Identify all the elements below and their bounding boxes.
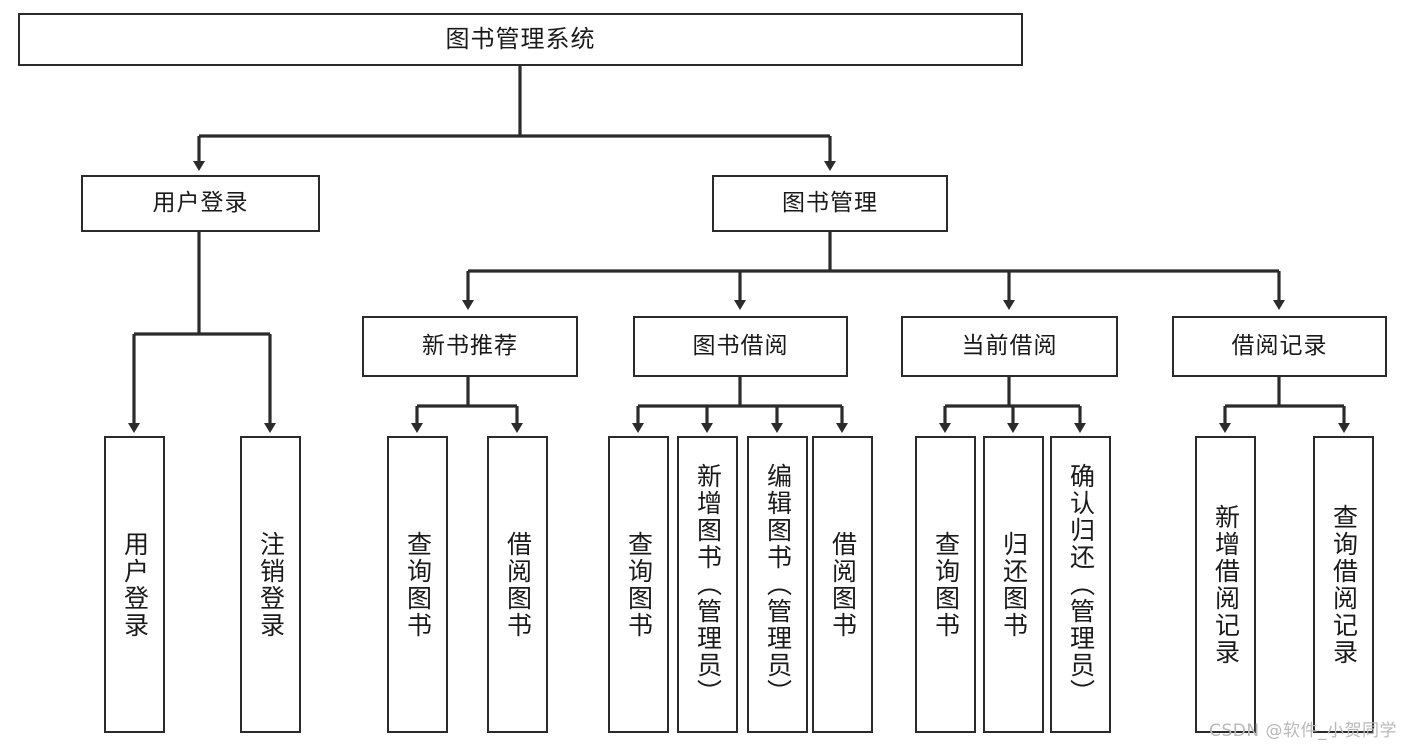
leaf-label: 注销登录 <box>256 530 286 639</box>
leaf-new-book-borrow[interactable]: 借阅图书 <box>487 436 548 733</box>
leaf-record-query-record[interactable]: 查询借阅记录 <box>1313 436 1374 733</box>
node-book-borrow[interactable]: 图书借阅 <box>633 316 848 377</box>
leaf-user-login-login[interactable]: 用户登录 <box>104 436 165 733</box>
node-user-login-label: 用户登录 <box>152 189 249 216</box>
node-book-management[interactable]: 图书管理 <box>712 175 948 232</box>
leaf-label: 归还图书 <box>999 530 1029 639</box>
node-current-borrow-label: 当前借阅 <box>961 332 1058 359</box>
node-user-login[interactable]: 用户登录 <box>81 175 320 232</box>
leaf-label: 编辑图书（管理员） <box>763 463 793 706</box>
leaf-label: 查询图书 <box>403 530 433 639</box>
node-book-management-label: 图书管理 <box>782 189 878 216</box>
node-root-label: 图书管理系统 <box>445 25 596 54</box>
leaf-label: 新增借阅记录 <box>1211 503 1241 666</box>
node-new-book-recommend[interactable]: 新书推荐 <box>362 316 578 377</box>
leaf-user-login-logout[interactable]: 注销登录 <box>240 436 301 733</box>
node-current-borrow[interactable]: 当前借阅 <box>901 316 1118 377</box>
leaf-label: 用户登录 <box>120 530 150 639</box>
watermark: CSDN @软件_小贺同学 <box>1209 721 1397 741</box>
leaf-label: 借阅图书 <box>503 530 533 639</box>
leaf-current-return-book[interactable]: 归还图书 <box>983 436 1044 733</box>
leaf-label: 确认归还（管理员） <box>1066 463 1096 706</box>
leaf-current-confirm-return-admin[interactable]: 确认归还（管理员） <box>1050 436 1111 733</box>
leaf-label: 新增图书（管理员） <box>693 463 723 706</box>
node-root-book-management-system[interactable]: 图书管理系统 <box>18 13 1023 66</box>
leaf-label: 查询图书 <box>931 530 961 639</box>
leaf-current-query-book[interactable]: 查询图书 <box>915 436 976 733</box>
leaf-borrow-borrow-book[interactable]: 借阅图书 <box>812 436 873 733</box>
leaf-label: 查询借阅记录 <box>1329 503 1359 666</box>
node-book-borrow-label: 图书借阅 <box>692 332 789 359</box>
leaf-label: 查询图书 <box>624 530 654 639</box>
leaf-label: 借阅图书 <box>828 530 858 639</box>
leaf-borrow-query-book[interactable]: 查询图书 <box>608 436 669 733</box>
leaf-borrow-edit-book-admin[interactable]: 编辑图书（管理员） <box>747 436 808 733</box>
leaf-new-book-query[interactable]: 查询图书 <box>387 436 448 733</box>
node-borrow-record-label: 借阅记录 <box>1231 332 1328 359</box>
leaf-borrow-add-book-admin[interactable]: 新增图书（管理员） <box>677 436 738 733</box>
leaf-record-add-record[interactable]: 新增借阅记录 <box>1195 436 1256 733</box>
node-borrow-record[interactable]: 借阅记录 <box>1172 316 1387 377</box>
node-new-book-recommend-label: 新书推荐 <box>422 332 518 359</box>
